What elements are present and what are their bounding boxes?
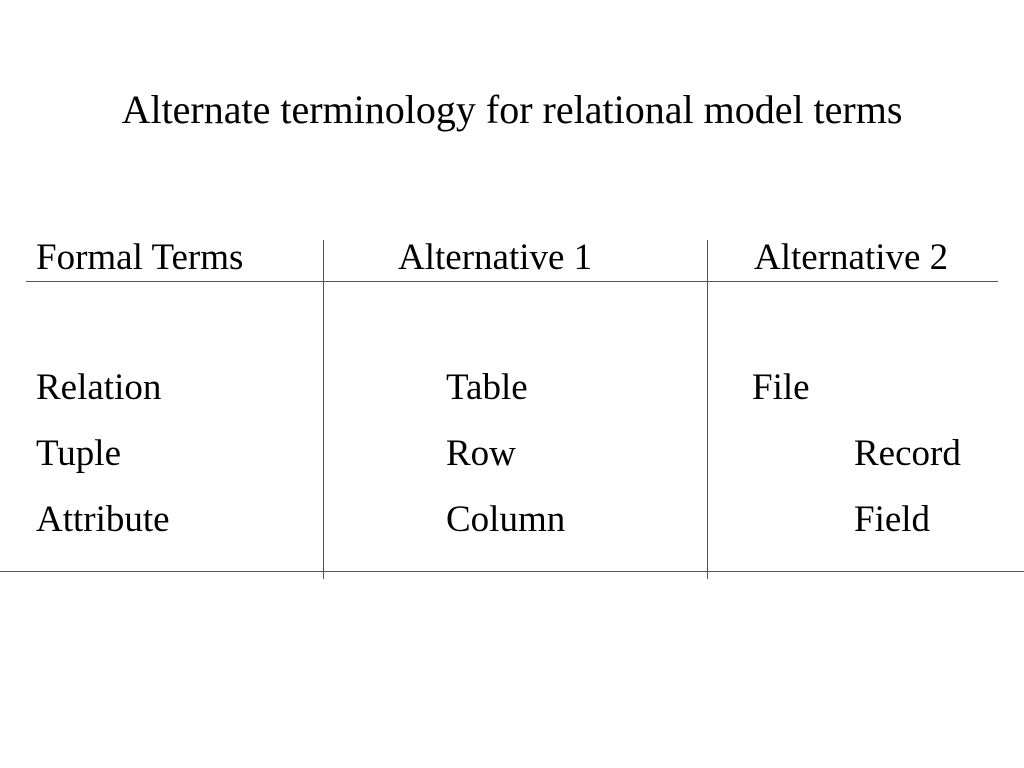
- column-divider-1: [323, 240, 324, 579]
- row-2-alternative-2: Record: [854, 433, 961, 474]
- column-divider-2: [707, 240, 708, 579]
- slide-title: Alternate terminology for relational mod…: [121, 87, 903, 132]
- header-underline: [26, 281, 998, 282]
- row-2-alternative-1: Row: [446, 433, 516, 474]
- row-1-formal: Relation: [36, 367, 162, 408]
- row-2-formal: Tuple: [36, 433, 122, 474]
- row-1-alternative-1: Table: [446, 367, 528, 408]
- row-1-alternative-2: File: [752, 367, 810, 408]
- header-alternative-2: Alternative 2: [754, 237, 949, 278]
- header-alternative-1: Alternative 1: [398, 237, 593, 278]
- row-3-alternative-2: Field: [854, 499, 931, 540]
- table-bottom-rule: [0, 571, 1024, 572]
- row-3-formal: Attribute: [36, 499, 170, 540]
- row-3-alternative-1: Column: [446, 499, 566, 540]
- header-formal-terms: Formal Terms: [36, 237, 244, 278]
